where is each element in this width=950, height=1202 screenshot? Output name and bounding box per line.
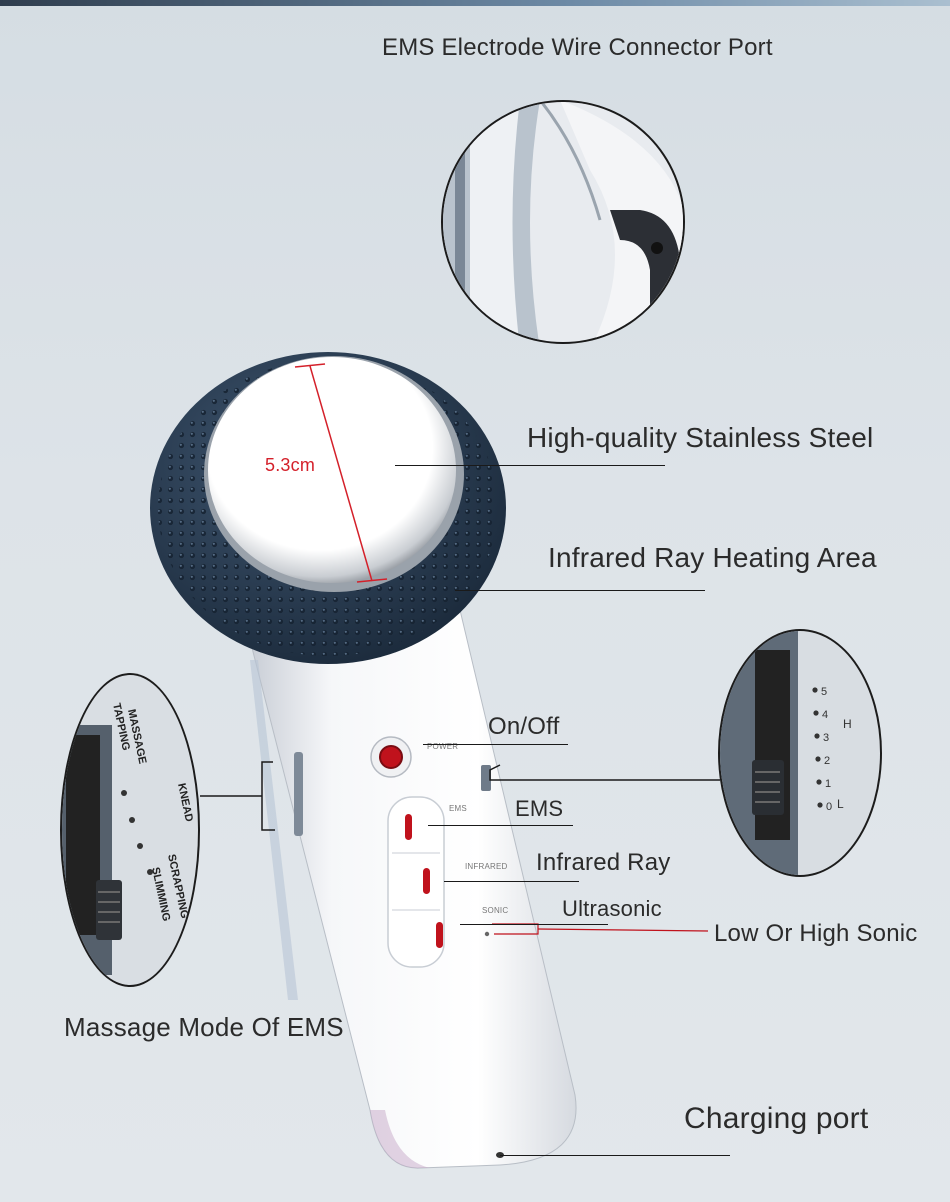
level-number: 2 — [824, 755, 830, 767]
label-infrared-ray: Infrared Ray — [536, 849, 671, 876]
level-number: 5 — [821, 686, 827, 698]
level-dot — [816, 779, 822, 785]
device-label-power: POWER — [427, 742, 459, 751]
level-dot — [815, 756, 821, 762]
label-infrared-area: Infrared Ray Heating Area — [548, 542, 877, 573]
leader-ems — [428, 825, 573, 826]
zoom-label-high: H — [843, 717, 852, 731]
control-panel — [370, 736, 490, 968]
label-ems-port: EMS Electrode Wire Connector Port — [382, 34, 773, 61]
leader-ultrasonic — [460, 924, 608, 925]
side-level-switch — [481, 765, 491, 791]
leader-infrared-area — [455, 590, 705, 591]
label-stainless-steel: High-quality Stainless Steel — [527, 422, 874, 453]
label-low-high-sonic: Low Or High Sonic — [714, 920, 918, 947]
level-number: 3 — [823, 732, 829, 744]
level-dot — [817, 802, 823, 808]
device-head — [150, 352, 506, 664]
device-label-sonic: SONIC — [482, 906, 509, 915]
level-number: 4 — [822, 709, 828, 721]
zoom-connector-port — [441, 100, 685, 344]
leader-charging — [500, 1155, 730, 1156]
level-dot — [814, 733, 820, 739]
label-ems: EMS — [515, 796, 564, 821]
zoom-massage-mode: MASSAGE TAPPING KNEAD SCRAPPING SLIMMING — [60, 673, 200, 987]
label-massage-mode: Massage Mode Of EMS — [64, 1012, 344, 1042]
top-accent-bar — [0, 0, 950, 6]
leader-on-off — [423, 744, 568, 745]
level-dot — [812, 687, 818, 693]
stainless-steel-plate — [208, 357, 456, 583]
diameter-line — [309, 365, 373, 582]
label-diameter: 5.3cm — [265, 455, 316, 475]
label-on-off: On/Off — [488, 713, 560, 740]
leader-stainless — [395, 465, 665, 466]
label-charging-port: Charging port — [684, 1102, 869, 1135]
level-dot — [813, 710, 819, 716]
device-label-ems: EMS — [449, 804, 467, 813]
label-ultrasonic: Ultrasonic — [562, 896, 662, 921]
zoom-sonic-level: 5 4 3 2 1 0 H L — [718, 629, 882, 877]
side-mode-switch — [294, 752, 303, 836]
level-number: 1 — [825, 778, 831, 790]
level-number: 0 — [826, 801, 832, 813]
device-label-infrared: INFRARED — [465, 862, 508, 871]
leader-infrared-ray — [444, 881, 579, 882]
zoom-label-low: L — [837, 797, 844, 811]
